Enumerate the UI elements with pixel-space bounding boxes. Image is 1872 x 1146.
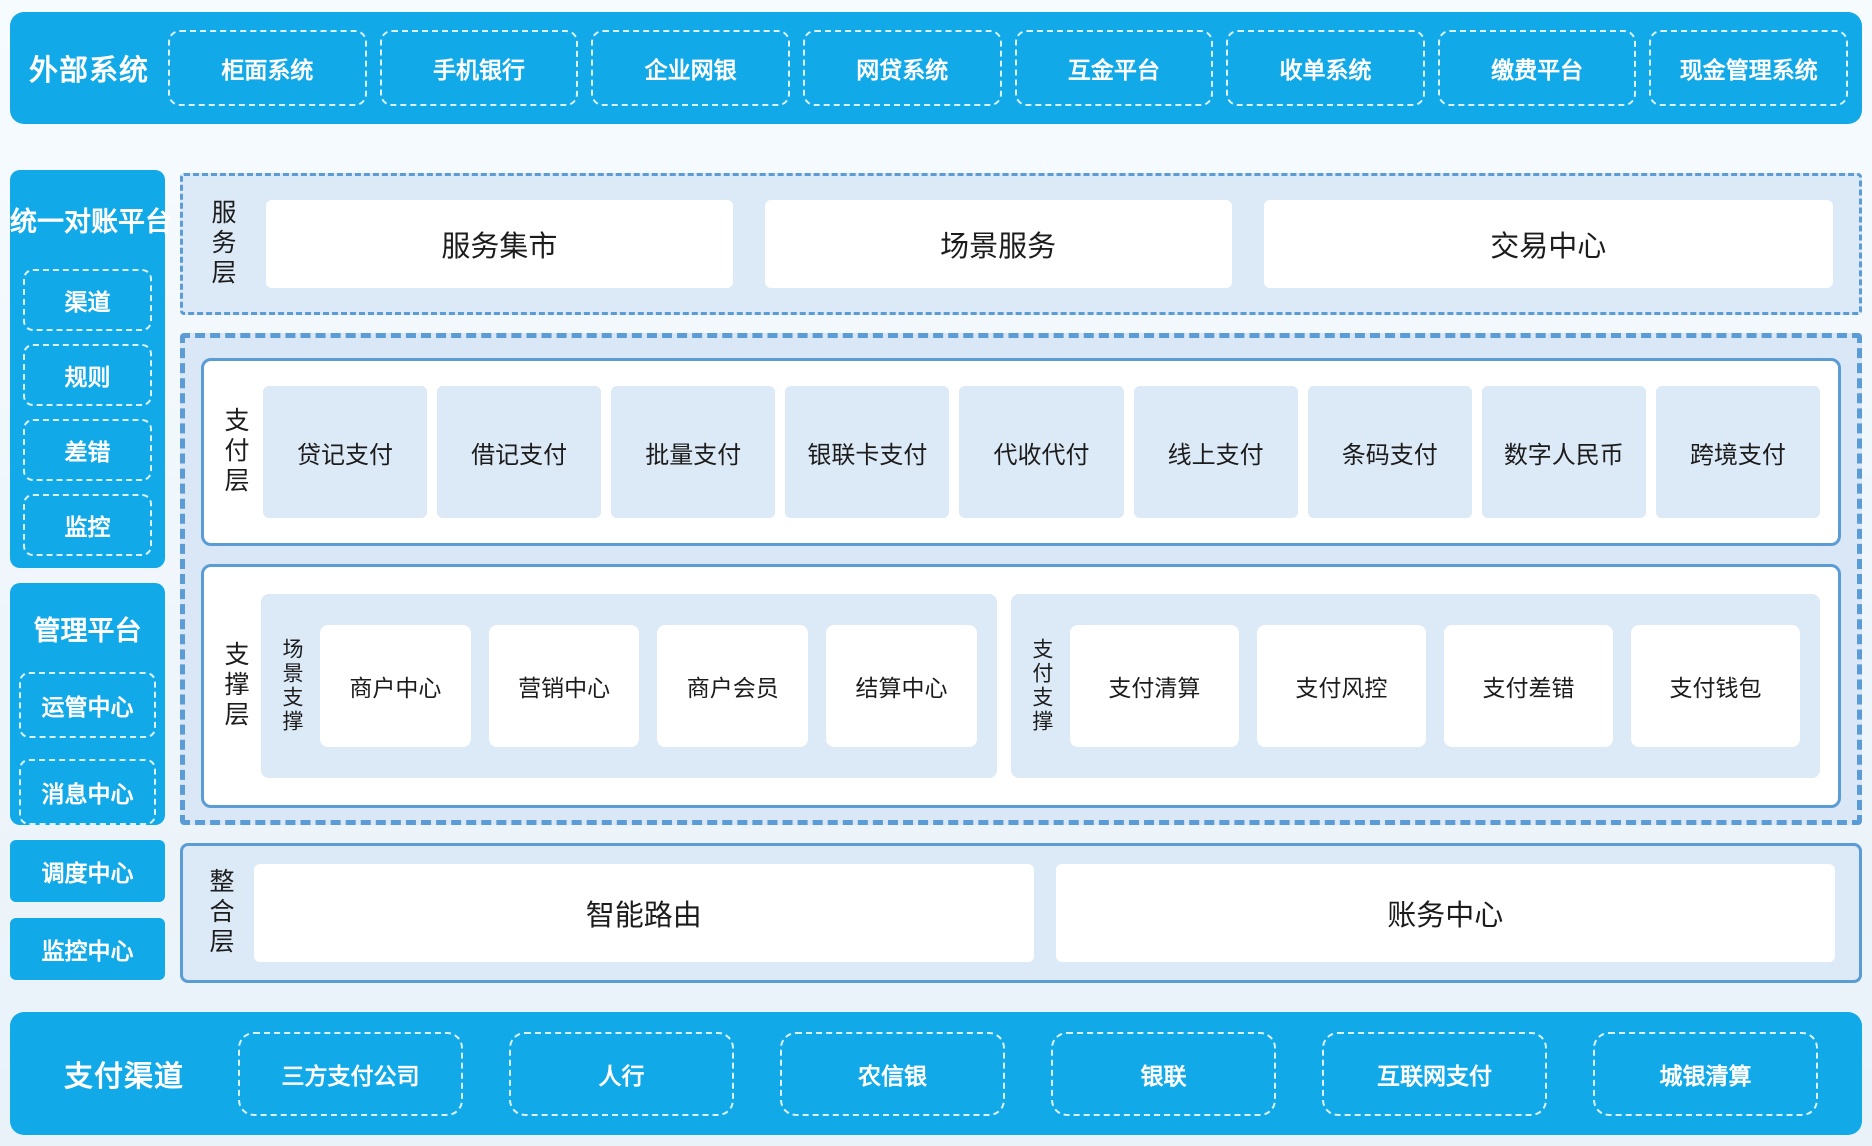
external-system-item: 收单系统 bbox=[1226, 30, 1425, 106]
reconciliation-item: 监控 bbox=[23, 494, 152, 556]
external-systems-band: 外部系统 柜面系统 手机银行 企业网银 网贷系统 互金平台 收单系统 缴费平台 … bbox=[10, 12, 1862, 124]
payment-channel-item: 人行 bbox=[509, 1031, 734, 1116]
support-card: 支付风控 bbox=[1256, 625, 1426, 747]
payment-layer-cards: 贷记支付 借记支付 批量支付 银联卡支付 代收代付 线上支付 条码支付 数字人民… bbox=[263, 361, 1820, 543]
payment-card: 数字人民币 bbox=[1481, 386, 1646, 518]
scene-support-cards: 商户中心 营销中心 商户会员 结算中心 bbox=[320, 625, 977, 747]
reconciliation-item: 规则 bbox=[23, 344, 152, 406]
payment-channel-item: 三方支付公司 bbox=[238, 1031, 463, 1116]
monitor-center-block: 监控中心 bbox=[10, 918, 165, 980]
external-systems-title: 外部系统 bbox=[28, 55, 149, 87]
support-card: 商户中心 bbox=[320, 625, 471, 747]
integration-layer-panel: 整合层 智能路由 账务中心 bbox=[180, 843, 1862, 983]
payment-support-label: 支付支撑 bbox=[1029, 638, 1053, 734]
external-system-item: 手机银行 bbox=[379, 30, 579, 106]
payment-layer-label: 支付层 bbox=[221, 407, 249, 497]
support-card: 结算中心 bbox=[826, 625, 977, 747]
support-card: 营销中心 bbox=[488, 625, 640, 747]
support-card: 支付钱包 bbox=[1630, 625, 1800, 747]
core-layers-container: 支付层 贷记支付 借记支付 批量支付 银联卡支付 代收代付 线上支付 条码支付 … bbox=[180, 333, 1862, 825]
reconciliation-platform-panel: 统一对账平台 渠道 规则 差错 监控 bbox=[10, 170, 172, 568]
payment-support-cards: 支付清算 支付风控 支付差错 支付钱包 bbox=[1069, 625, 1800, 747]
support-layer-panel: 支撑层 场景支撑 商户中心 营销中心 商户会员 结算中心 支付支撑 支付清算 支… bbox=[201, 564, 1841, 808]
integration-layer-label: 整合层 bbox=[206, 868, 234, 958]
management-item: 消息中心 bbox=[19, 759, 156, 825]
support-groups: 场景支撑 商户中心 营销中心 商户会员 结算中心 支付支撑 支付清算 支付风控 … bbox=[261, 567, 1820, 805]
external-system-item: 现金管理系统 bbox=[1649, 30, 1848, 106]
payment-channels-band: 支付渠道 三方支付公司 人行 农信银 银联 互联网支付 城银清算 bbox=[10, 1012, 1862, 1135]
management-item: 运管中心 bbox=[19, 672, 156, 738]
payment-layer-panel: 支付层 贷记支付 借记支付 批量支付 银联卡支付 代收代付 线上支付 条码支付 … bbox=[201, 358, 1841, 546]
reconciliation-platform-title: 统一对账平台 bbox=[10, 207, 172, 237]
integration-box: 智能路由 bbox=[254, 864, 1034, 962]
service-box: 交易中心 bbox=[1263, 200, 1833, 288]
service-box: 场景服务 bbox=[764, 200, 1232, 288]
management-platform-items: 运管中心 消息中心 bbox=[10, 672, 165, 825]
payment-channel-item: 城银清算 bbox=[1593, 1031, 1818, 1116]
reconciliation-item: 渠道 bbox=[23, 269, 152, 331]
support-card: 支付清算 bbox=[1069, 625, 1239, 747]
reconciliation-platform-items: 渠道 规则 差错 监控 bbox=[10, 269, 165, 556]
payment-card: 跨境支付 bbox=[1655, 386, 1820, 518]
payment-card: 条码支付 bbox=[1307, 386, 1472, 518]
payment-card: 借记支付 bbox=[437, 386, 602, 518]
scene-support-label: 场景支撑 bbox=[280, 638, 303, 734]
payment-support-group: 支付支撑 支付清算 支付风控 支付差错 支付钱包 bbox=[1010, 594, 1820, 778]
integration-box: 账务中心 bbox=[1055, 864, 1835, 962]
service-box: 服务集市 bbox=[266, 200, 733, 288]
payment-card: 批量支付 bbox=[611, 386, 776, 518]
support-layer-label: 支撑层 bbox=[221, 641, 249, 731]
external-system-item: 缴费平台 bbox=[1437, 30, 1637, 106]
payment-channels-items: 三方支付公司 人行 农信银 银联 互联网支付 城银清算 bbox=[238, 1012, 1862, 1135]
payment-channel-item: 银联 bbox=[1051, 1031, 1276, 1116]
support-card: 支付差错 bbox=[1443, 625, 1613, 747]
external-systems-items: 柜面系统 手机银行 企业网银 网贷系统 互金平台 收单系统 缴费平台 现金管理系… bbox=[168, 12, 1862, 124]
payment-card: 贷记支付 bbox=[263, 386, 428, 518]
management-platform-panel: 管理平台 运管中心 消息中心 bbox=[10, 583, 165, 825]
payment-card: 线上支付 bbox=[1133, 386, 1298, 518]
payment-channel-item: 互联网支付 bbox=[1322, 1031, 1547, 1116]
dispatch-center-block: 调度中心 bbox=[10, 840, 165, 902]
support-card: 商户会员 bbox=[657, 625, 809, 747]
payment-channel-item: 农信银 bbox=[780, 1031, 1005, 1116]
reconciliation-item: 差错 bbox=[23, 419, 152, 481]
management-platform-title: 管理平台 bbox=[33, 616, 142, 646]
external-system-item: 网贷系统 bbox=[802, 30, 1002, 106]
payment-card: 银联卡支付 bbox=[785, 386, 950, 518]
external-system-item: 柜面系统 bbox=[168, 30, 367, 106]
external-system-item: 互金平台 bbox=[1014, 30, 1214, 106]
service-layer-panel: 服务层 服务集市 场景服务 交易中心 bbox=[180, 173, 1862, 315]
scene-support-group: 场景支撑 商户中心 营销中心 商户会员 结算中心 bbox=[261, 594, 997, 778]
payment-card: 代收代付 bbox=[959, 386, 1124, 518]
external-system-item: 企业网银 bbox=[591, 30, 790, 106]
service-layer-label: 服务层 bbox=[208, 199, 236, 289]
payment-channels-title: 支付渠道 bbox=[63, 1060, 184, 1093]
